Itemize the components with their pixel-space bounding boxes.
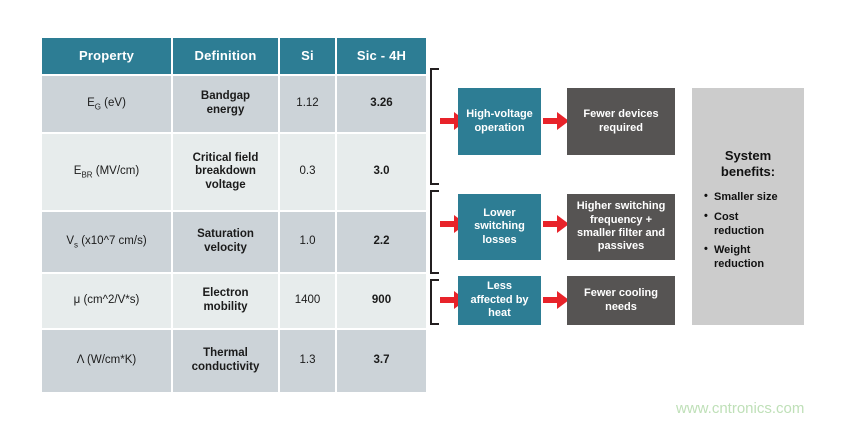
- cell-si-value: 1.12: [280, 76, 335, 132]
- cell-si-value: 1400: [280, 274, 335, 328]
- cell-si-value: 1.0: [280, 212, 335, 272]
- cell-si-value: 0.3: [280, 134, 335, 210]
- cell-property: EG (eV): [42, 76, 171, 132]
- group-bracket-thermal: [430, 279, 439, 325]
- site-watermark: www.cntronics.com: [676, 400, 805, 417]
- cell-sic-value: 3.0: [337, 134, 426, 210]
- cell-si-value: 1.3: [280, 330, 335, 392]
- property-subscript: BR: [81, 169, 93, 179]
- arrow-right-icon: [543, 291, 569, 309]
- cell-property: Λ (W/cm*K): [42, 330, 171, 392]
- property-subscript: s: [74, 239, 78, 249]
- group-bracket-high-voltage: [430, 68, 439, 185]
- benefit-item-smaller-size: Smaller size: [704, 190, 799, 205]
- arrow-right-icon: [543, 112, 569, 130]
- cell-property: EBR (MV/cm): [42, 134, 171, 210]
- cell-sic-value: 3.26: [337, 76, 426, 132]
- table-header-row: Property Definition Si Sic - 4H: [42, 38, 426, 74]
- cell-sic-value: 900: [337, 274, 426, 328]
- cell-sic-value: 2.2: [337, 212, 426, 272]
- column-header-definition: Definition: [173, 38, 278, 74]
- cell-sic-value: 3.7: [337, 330, 426, 392]
- group-bracket-switching: [430, 190, 439, 274]
- property-subscript: G: [94, 101, 101, 111]
- sic-vs-si-comparison-table: Property Definition Si Sic - 4H EG (eV) …: [40, 36, 428, 394]
- cell-property: μ (cm^2/V*s): [42, 274, 171, 328]
- arrow-right-icon: [543, 215, 569, 233]
- cell-property: Vs (x10^7 cm/s): [42, 212, 171, 272]
- column-header-si: Si: [280, 38, 335, 74]
- column-header-sic4h: Sic - 4H: [337, 38, 426, 74]
- column-header-property: Property: [42, 38, 171, 74]
